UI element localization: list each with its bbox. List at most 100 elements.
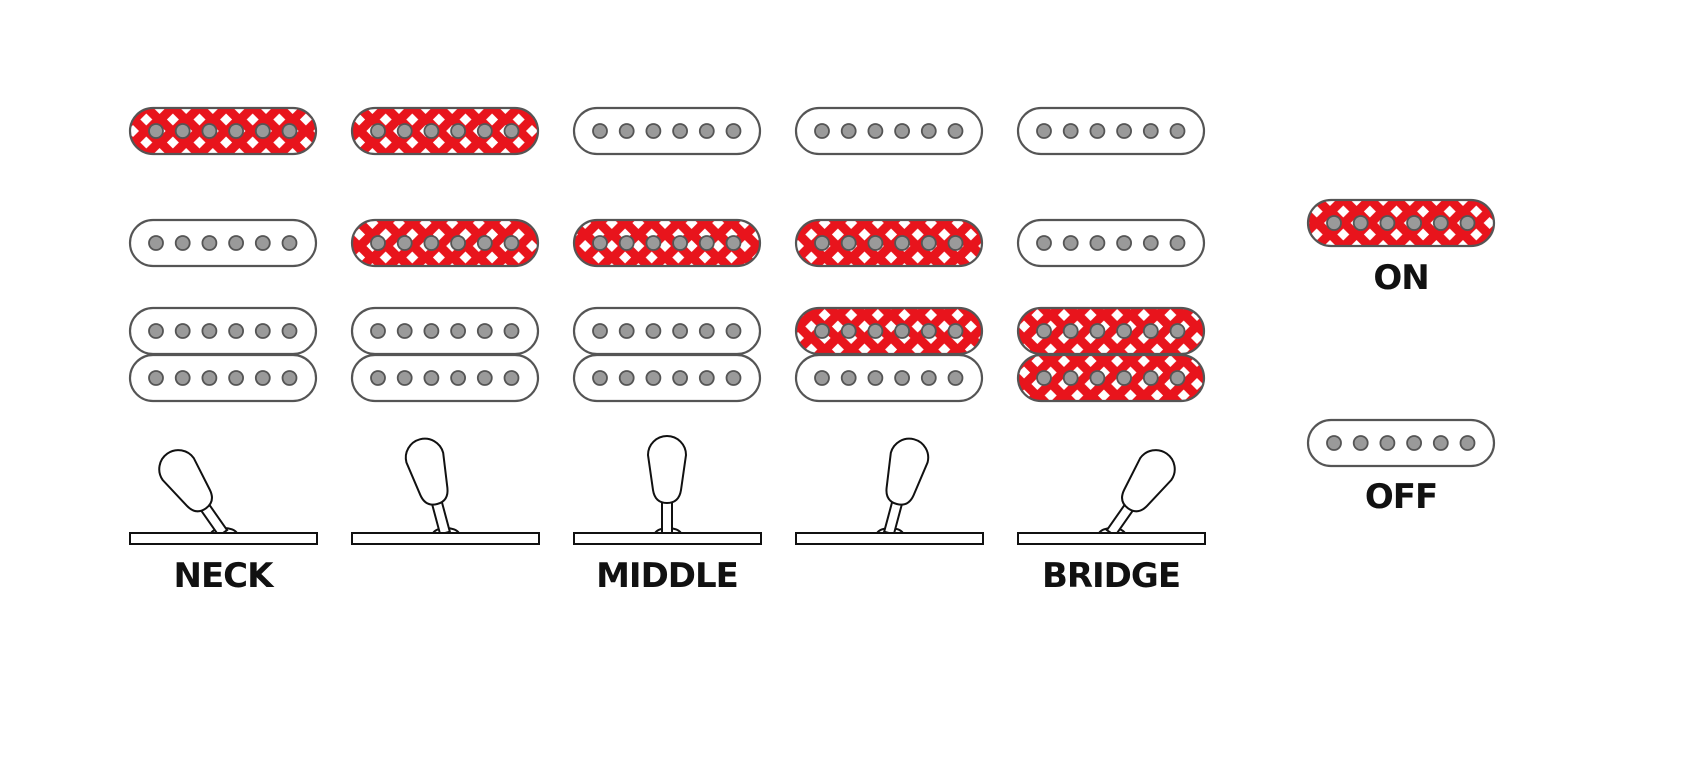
pole-piece xyxy=(867,123,884,139)
pickup-5-2-off xyxy=(1016,218,1206,268)
pole-piece xyxy=(174,235,191,251)
pole-piece xyxy=(148,235,164,251)
pole-piece xyxy=(725,323,742,339)
pole-piece xyxy=(148,123,164,139)
pickup-2-2-on xyxy=(350,218,540,268)
pole-piece xyxy=(148,323,164,339)
pole-piece xyxy=(920,123,937,139)
pole-piece xyxy=(1116,123,1132,139)
pole-piece xyxy=(423,370,440,386)
pole-piece xyxy=(476,323,493,339)
pole-piece xyxy=(618,370,635,386)
pole-piece xyxy=(1406,435,1422,451)
pole-piece xyxy=(840,123,857,139)
pole-piece xyxy=(1326,215,1342,231)
legend-pickup-off xyxy=(1306,418,1496,468)
pole-piece xyxy=(867,235,884,251)
pole-piece xyxy=(867,323,884,339)
pole-piece xyxy=(450,370,467,386)
pole-piece xyxy=(645,370,662,386)
pole-piece xyxy=(947,370,964,386)
pole-piece xyxy=(814,123,830,139)
pole-piece xyxy=(672,235,688,251)
pole-piece xyxy=(396,235,413,251)
pole-piece xyxy=(370,323,386,339)
pole-piece xyxy=(1036,370,1052,386)
pole-piece xyxy=(1459,215,1476,231)
pole-piece xyxy=(254,235,271,251)
pole-piece xyxy=(450,235,467,251)
switch-knob xyxy=(885,437,930,506)
pole-piece xyxy=(1116,235,1132,251)
pickup-4-1-off xyxy=(794,106,984,156)
position-label-middle: MIDDLE xyxy=(596,556,738,596)
pole-piece xyxy=(592,370,608,386)
pole-piece xyxy=(370,235,386,251)
pole-piece xyxy=(281,123,298,139)
pickup-3-3-off xyxy=(572,306,762,356)
pole-piece xyxy=(254,323,271,339)
selector-switch-4 xyxy=(795,437,984,545)
switch-layer xyxy=(129,435,1206,545)
switch-lever xyxy=(882,437,930,536)
pole-piece xyxy=(1432,215,1449,231)
pole-piece xyxy=(254,123,271,139)
pole-piece xyxy=(947,235,964,251)
pole-piece xyxy=(281,235,298,251)
pickup-1-4-off xyxy=(128,353,318,403)
pickup-3-2-on xyxy=(572,218,762,268)
legend-off-label: OFF xyxy=(1365,477,1437,517)
pole-piece xyxy=(645,235,662,251)
pickup-body xyxy=(1016,353,1206,403)
pole-piece xyxy=(1089,370,1106,386)
pole-piece xyxy=(645,323,662,339)
pole-piece xyxy=(1142,235,1159,251)
pole-piece xyxy=(840,370,857,386)
pickup-5-3-on xyxy=(1016,306,1206,356)
pickup-1-3-off xyxy=(128,306,318,356)
switch-knob xyxy=(404,437,449,506)
pole-piece xyxy=(947,123,964,139)
pickup-body xyxy=(1016,218,1206,268)
pole-piece xyxy=(1379,435,1396,451)
switch-lever xyxy=(646,435,688,534)
pole-piece xyxy=(1116,370,1132,386)
pole-piece xyxy=(1169,323,1186,339)
pole-piece xyxy=(592,123,608,139)
pickup-5-4-on xyxy=(1016,353,1206,403)
pole-piece xyxy=(1062,235,1079,251)
pole-piece xyxy=(618,123,635,139)
pole-piece xyxy=(867,370,884,386)
pickup-1-1-on xyxy=(128,106,318,156)
pole-piece xyxy=(1116,323,1132,339)
pole-piece xyxy=(1062,123,1079,139)
switch-knob xyxy=(646,435,688,505)
pole-piece xyxy=(1169,123,1186,139)
pole-piece xyxy=(174,323,191,339)
pickups-layer xyxy=(128,106,1206,403)
pole-piece xyxy=(1089,235,1106,251)
pole-piece xyxy=(1326,435,1342,451)
pickup-body xyxy=(350,218,540,268)
pickup-body xyxy=(1306,418,1496,468)
pole-piece xyxy=(201,123,218,139)
pickup-body xyxy=(572,106,762,156)
pole-piece xyxy=(1379,215,1396,231)
switch-base-plate xyxy=(573,532,762,545)
position-label-bridge: BRIDGE xyxy=(1042,556,1180,596)
pole-piece xyxy=(281,370,298,386)
legend xyxy=(1306,198,1496,468)
pole-piece xyxy=(228,235,245,251)
pole-piece xyxy=(725,370,742,386)
position-label-neck: NECK xyxy=(174,556,276,596)
pole-piece xyxy=(920,370,937,386)
pole-piece xyxy=(920,235,937,251)
legend-pickup-on xyxy=(1306,198,1496,248)
pole-piece xyxy=(1036,323,1052,339)
pole-piece xyxy=(281,323,298,339)
switch-lever xyxy=(158,449,229,538)
pole-piece xyxy=(1406,215,1422,231)
pickup-body xyxy=(128,218,318,268)
pole-piece xyxy=(370,123,386,139)
